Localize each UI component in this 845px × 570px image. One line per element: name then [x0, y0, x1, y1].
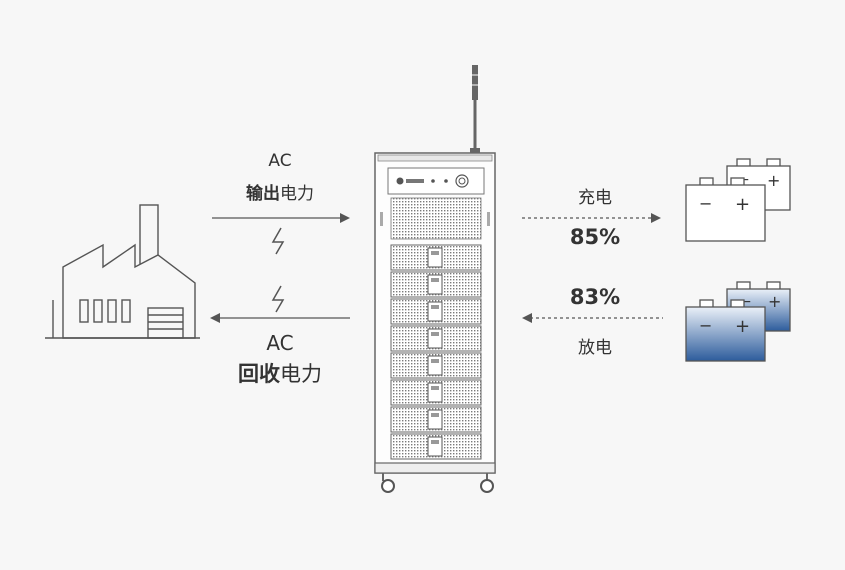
module-display-panel	[427, 436, 443, 457]
svg-text:+: +	[735, 194, 750, 215]
svg-text:−: −	[699, 316, 712, 335]
charge-arrow	[522, 213, 661, 223]
charge-label: 充电	[578, 188, 612, 208]
battery-pack-discharging-icon: − + − +	[685, 281, 791, 362]
power-text: 电力	[280, 362, 322, 386]
module-led-icon	[431, 278, 439, 282]
caster-wheel-icon	[480, 479, 494, 493]
ac-output-arrow	[212, 213, 350, 223]
output-bold-text: 输出	[246, 184, 280, 204]
test-module	[390, 352, 482, 379]
module-display-panel	[427, 247, 443, 268]
discharge-efficiency: 83%	[569, 285, 621, 309]
test-module	[390, 244, 482, 271]
module-led-icon	[431, 305, 439, 309]
battery-pack-charging-icon: − + − +	[685, 158, 791, 242]
test-module	[390, 271, 482, 298]
module-display-panel	[427, 409, 443, 430]
indicator-light-icon	[444, 179, 448, 183]
module-led-icon	[431, 386, 439, 390]
module-led-icon	[431, 413, 439, 417]
svg-text:−: −	[740, 294, 752, 310]
module-led-icon	[431, 251, 439, 255]
ac-output-label: 输出电力	[220, 179, 340, 204]
module-display-panel	[427, 328, 443, 349]
battery-test-modules	[390, 244, 482, 460]
ac-recover-label: 回收电力	[210, 358, 350, 388]
module-display-panel	[427, 274, 443, 295]
power-button-icon	[455, 174, 469, 188]
module-led-icon	[431, 440, 439, 444]
lightning-icon	[271, 227, 285, 255]
brand-logo-icon	[396, 177, 404, 185]
svg-text:+: +	[768, 292, 781, 311]
caster-wheel-icon	[381, 479, 395, 493]
charge-efficiency: 85%	[569, 225, 621, 249]
module-led-icon	[431, 332, 439, 336]
test-module	[390, 406, 482, 433]
ac-recover-arrow	[210, 313, 350, 323]
factory-icon	[45, 204, 200, 339]
module-display-panel	[427, 355, 443, 376]
indicator-light-icon	[431, 179, 435, 183]
ac-output-ac-label: AC	[268, 151, 292, 171]
discharge-arrow	[522, 313, 663, 323]
module-led-icon	[431, 359, 439, 363]
power-text: 电力	[280, 184, 314, 204]
discharge-label: 放电	[578, 338, 612, 358]
test-module	[390, 433, 482, 460]
lightning-icon	[271, 285, 285, 313]
test-module	[390, 298, 482, 325]
test-module	[390, 325, 482, 352]
svg-text:−: −	[699, 194, 712, 213]
test-module	[390, 379, 482, 406]
ac-recover-ac-label: AC	[266, 331, 294, 355]
module-display-panel	[427, 382, 443, 403]
svg-text:+: +	[767, 171, 780, 190]
recover-bold-text: 回收	[238, 362, 280, 386]
battery-tester-cabinet	[374, 65, 496, 493]
module-display-panel	[427, 301, 443, 322]
svg-text:+: +	[735, 316, 750, 337]
